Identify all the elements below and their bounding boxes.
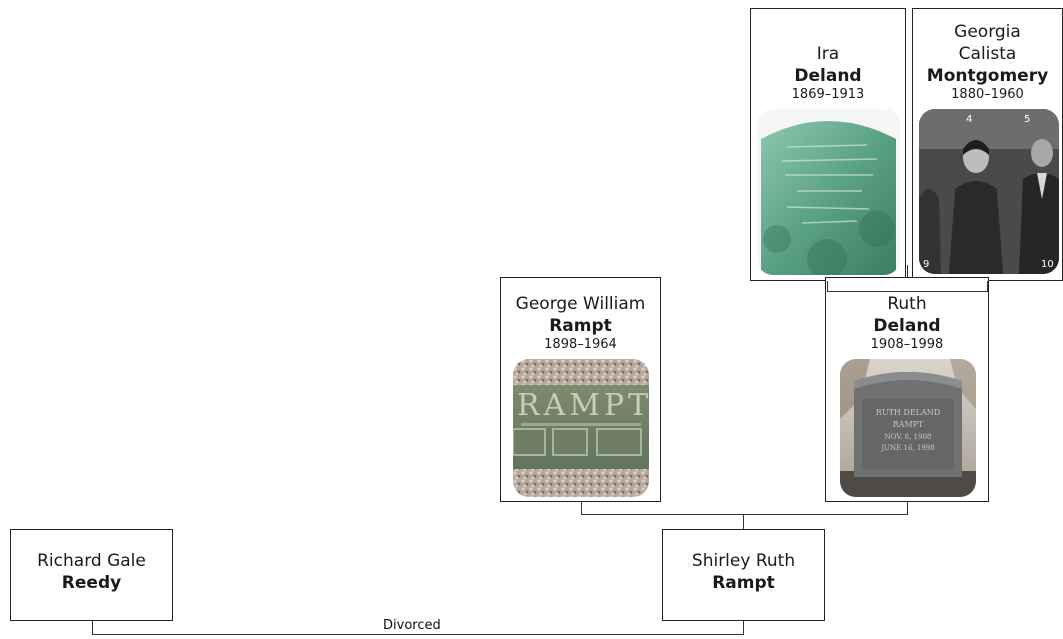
person-card-shirley-rampt[interactable]: Shirley Ruth Rampt bbox=[662, 529, 825, 621]
tombstone-photo bbox=[757, 109, 900, 275]
given-name: Shirley Ruth bbox=[691, 551, 796, 571]
child-connector-ruth bbox=[907, 265, 908, 277]
headstone-line-born: NOV. 8, 1908 bbox=[885, 433, 932, 441]
union-connector-ira-georgia bbox=[827, 281, 828, 292]
grave-plaque-photo: RAMPT bbox=[513, 359, 649, 497]
given-name: Richard Gale bbox=[37, 551, 146, 571]
surname: Deland bbox=[794, 66, 862, 86]
person-card-george-rampt[interactable]: George William Rampt 1898–1964 RAMPT bbox=[500, 277, 661, 502]
life-years: 1869–1913 bbox=[791, 87, 865, 102]
headstone-photo: RUTH DELAND RAMPT NOV. 8, 1908 JUNE 16, … bbox=[840, 359, 976, 497]
surname: Rampt bbox=[549, 316, 612, 336]
given-name: Ruth bbox=[887, 294, 927, 314]
portrait-photo: 4 5 9 10 bbox=[919, 109, 1059, 274]
life-years: 1908–1998 bbox=[870, 337, 944, 352]
given-name: George William bbox=[515, 294, 646, 314]
given-name-line1: Georgia bbox=[954, 22, 1021, 42]
headstone-line-surname: RAMPT bbox=[893, 420, 924, 429]
person-card-georgia-montgomery[interactable]: Georgia Calista Montgomery 1880–1960 4 5… bbox=[912, 8, 1063, 281]
union-connector-george-ruth bbox=[907, 502, 908, 515]
person-card-ira-deland[interactable]: Ira Deland 1869–1913 bbox=[750, 8, 906, 281]
union-connector-richard-shirley bbox=[743, 621, 744, 635]
union-connector-richard-shirley bbox=[92, 621, 93, 635]
headstone-line-died: JUNE 16, 1998 bbox=[880, 444, 934, 452]
photo-number-5: 5 bbox=[1024, 114, 1030, 125]
headstone-line-name: RUTH DELAND bbox=[876, 408, 940, 417]
person-card-ruth-deland[interactable]: Ruth Deland 1908–1998 RUTH DELAND RAMPT … bbox=[825, 277, 989, 502]
surname: Reedy bbox=[61, 573, 122, 593]
life-years: 1898–1964 bbox=[544, 337, 617, 352]
surname: Montgomery bbox=[926, 66, 1049, 86]
life-years: 1880–1960 bbox=[951, 87, 1024, 102]
union-connector-richard-shirley bbox=[92, 634, 744, 635]
given-name-line2: Calista bbox=[958, 44, 1017, 64]
relationship-status-label: Divorced bbox=[383, 618, 441, 633]
surname: Deland bbox=[873, 316, 941, 336]
photo-number-4: 4 bbox=[966, 114, 972, 125]
union-connector-ira-georgia bbox=[987, 281, 988, 292]
union-connector-ira-georgia bbox=[827, 291, 988, 292]
given-name: Ira bbox=[816, 44, 840, 64]
photo-number-10: 10 bbox=[1041, 259, 1054, 270]
child-connector-shirley bbox=[743, 514, 744, 529]
photo-number-9: 9 bbox=[923, 259, 929, 270]
plaque-surname-text: RAMPT bbox=[517, 388, 649, 423]
union-connector-george-ruth bbox=[581, 514, 908, 515]
person-card-richard-reedy[interactable]: Richard Gale Reedy bbox=[10, 529, 173, 621]
union-connector-george-ruth bbox=[581, 502, 582, 515]
surname: Rampt bbox=[712, 573, 775, 593]
